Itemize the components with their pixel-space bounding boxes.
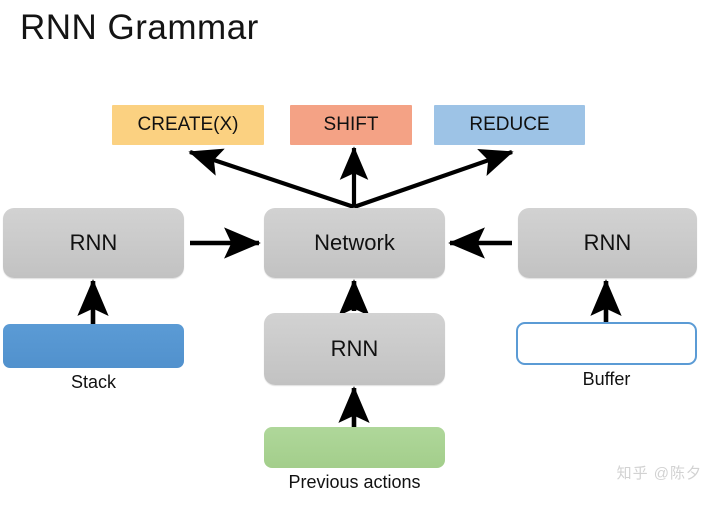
node-network[interactable]: Network: [264, 208, 445, 278]
action-label-reduce: REDUCE: [469, 114, 550, 135]
node-label-network: Network: [314, 230, 395, 255]
watermark: 知乎 @陈夕: [616, 465, 702, 482]
page-title: RNN Grammar: [20, 8, 259, 47]
node-stack[interactable]: [3, 324, 184, 368]
node-label-rnn-right: RNN: [583, 230, 632, 255]
action-label-shift: SHIFT: [323, 114, 379, 135]
node-rnn-left[interactable]: RNN: [3, 208, 184, 278]
action-label-create: CREATE(X): [137, 114, 239, 135]
node-buffer[interactable]: [516, 322, 697, 365]
node-label-rnn-left: RNN: [69, 230, 118, 255]
node-rnn-center[interactable]: RNN: [264, 313, 445, 385]
caption-buffer: Buffer: [582, 369, 631, 389]
edge-network-to-create: [188, 148, 355, 209]
caption-previous-actions: Previous actions: [288, 472, 421, 492]
action-box-reduce[interactable]: REDUCE: [434, 105, 585, 145]
action-box-create[interactable]: CREATE(X): [112, 105, 264, 145]
caption-stack: Stack: [70, 372, 117, 392]
edge-network-to-reduce: [353, 149, 514, 209]
action-box-shift[interactable]: SHIFT: [290, 105, 412, 145]
node-previous-actions[interactable]: [264, 427, 445, 468]
node-rnn-right[interactable]: RNN: [518, 208, 697, 278]
node-label-rnn-center: RNN: [330, 336, 379, 361]
